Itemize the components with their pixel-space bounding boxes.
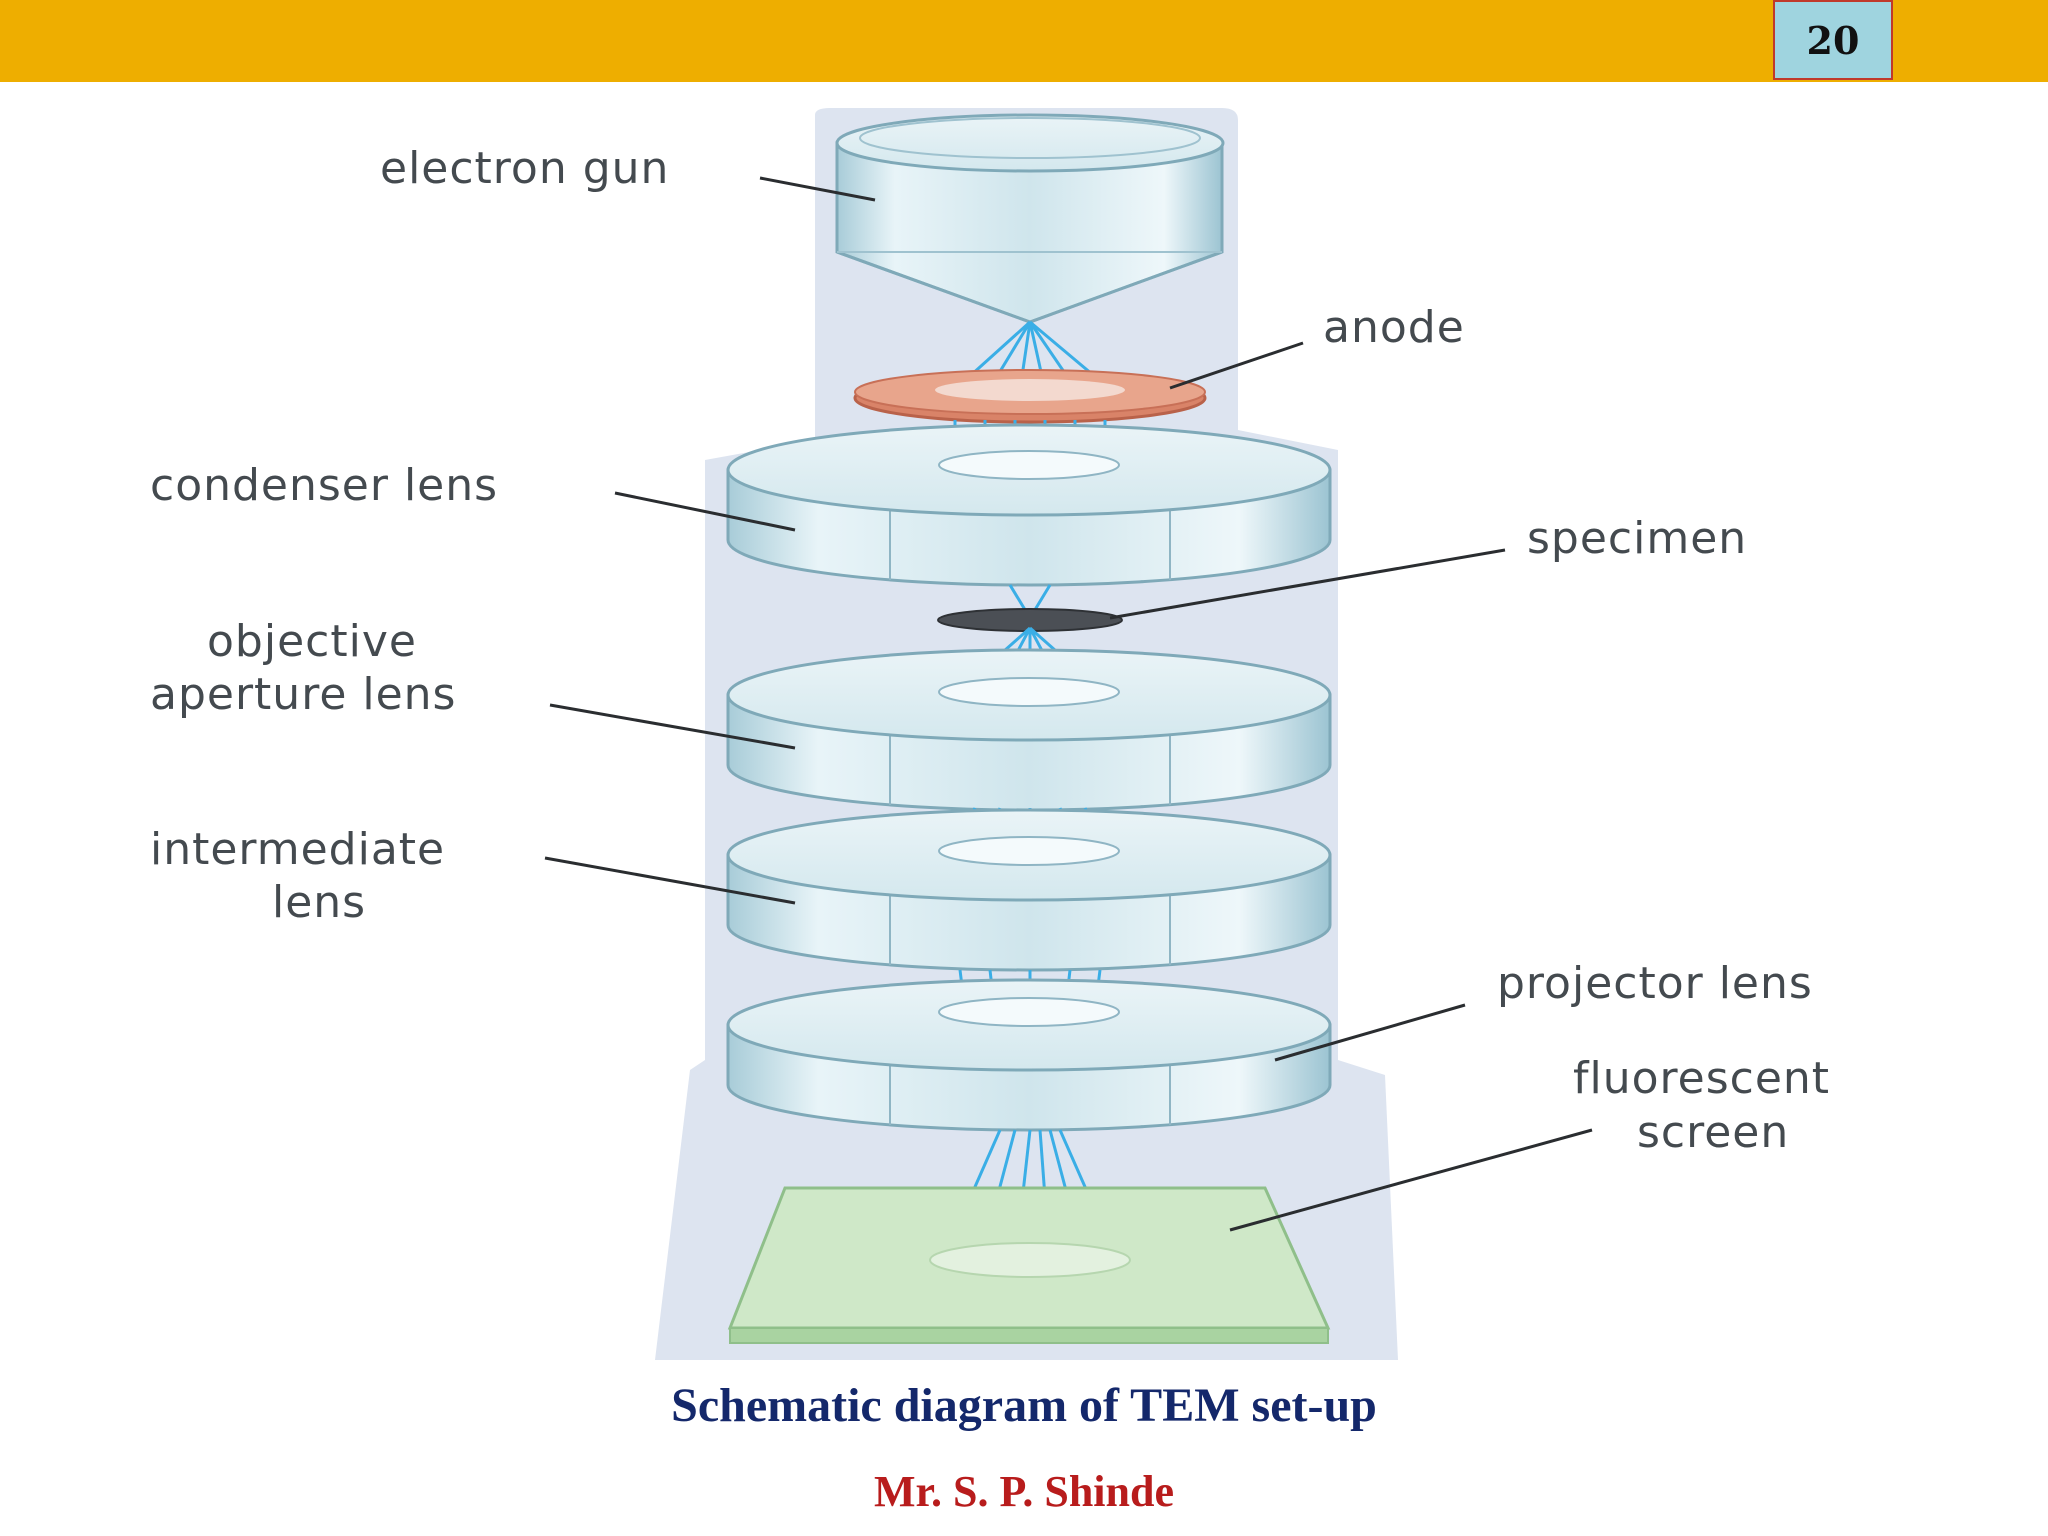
leader-projector (1274, 1003, 1466, 1062)
author-name: Mr. S. P. Shinde (874, 1467, 1174, 1516)
intermediate-lens-disc (726, 808, 1332, 972)
label-intermediate-line2: lens (272, 877, 366, 928)
condenser-lens-disc (726, 423, 1332, 587)
leader-electron-gun (759, 176, 876, 202)
label-fluorescent-line1: fluorescent (1573, 1053, 1830, 1104)
objective-lens-disc (726, 648, 1332, 812)
anode-disc (853, 369, 1207, 424)
leader-condenser (614, 491, 796, 532)
leader-fluorescent (1229, 1128, 1593, 1232)
label-intermediate-line1: intermediate (150, 824, 445, 875)
label-anode: anode (1323, 302, 1465, 353)
fluorescent-screen (727, 1186, 1331, 1344)
label-objective-line2: aperture lens (150, 669, 456, 720)
leader-specimen (1109, 548, 1506, 620)
diagram-caption: Schematic diagram of TEM set-up (671, 1379, 1377, 1432)
projector-lens-disc (726, 978, 1332, 1132)
electron-gun (835, 113, 1225, 324)
label-condenser-lens: condenser lens (150, 460, 498, 511)
label-fluorescent-line2: screen (1637, 1107, 1789, 1158)
page-number: 20 (1773, 0, 1893, 80)
label-specimen: specimen (1527, 513, 1747, 564)
label-electron-gun: electron gun (380, 143, 669, 194)
leader-intermediate (544, 856, 796, 905)
label-projector-lens: projector lens (1497, 958, 1813, 1009)
header-bar (0, 0, 2048, 82)
leader-anode (1169, 341, 1304, 390)
specimen-grid (937, 608, 1123, 632)
leader-objective (549, 703, 796, 750)
label-objective-line1: objective (207, 616, 417, 667)
